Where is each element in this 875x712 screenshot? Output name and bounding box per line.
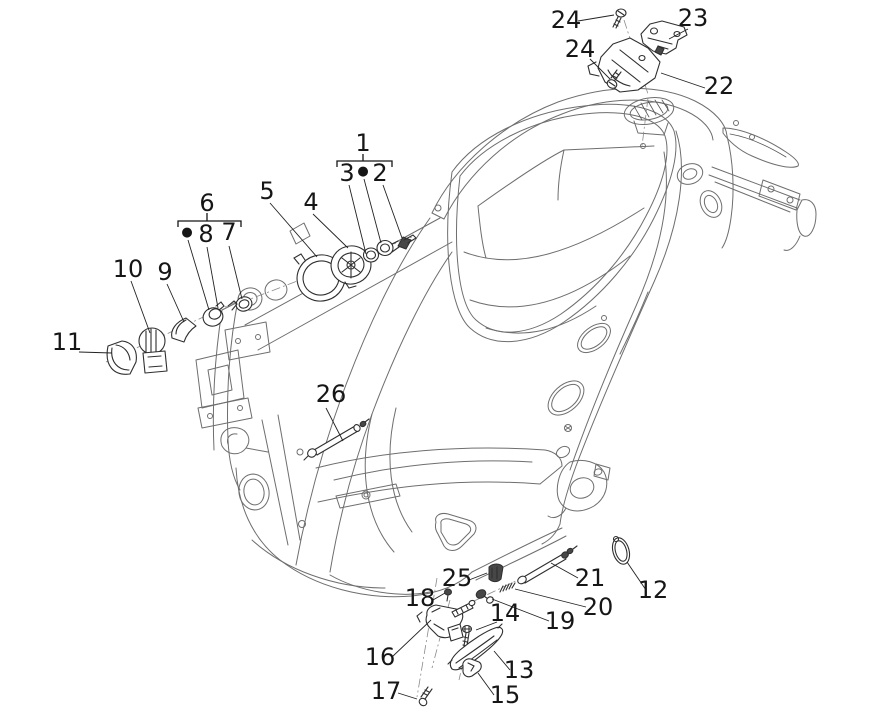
part-20-spring — [499, 582, 516, 593]
callouts: 1 3 ● 2 5 4 6 ● 8 7 10 9 11 26 24 23 24 … — [52, 4, 735, 709]
part-21-transmission-rod — [517, 545, 578, 585]
callout-16[interactable]: 16 — [365, 643, 396, 671]
leader-lines — [78, 14, 706, 700]
group-1-bracket — [336, 154, 393, 167]
part-18-screw — [444, 588, 452, 602]
part-11-lock-cover-cap — [106, 340, 137, 375]
frame-line-art — [195, 87, 817, 598]
callout-17[interactable]: 17 — [371, 677, 402, 705]
part-12-seal-ring — [611, 535, 631, 565]
callout-6[interactable]: 6 — [199, 189, 214, 217]
group-1-bullet: ● — [357, 164, 368, 179]
callout-24-upper[interactable]: 24 — [551, 6, 582, 34]
part-15-latch-clip — [462, 658, 482, 678]
callout-22[interactable]: 22 — [704, 72, 735, 100]
callout-12[interactable]: 12 — [638, 576, 669, 604]
part-25-clip — [488, 563, 504, 583]
part-8-lock-barrel — [202, 300, 238, 327]
floor-structure — [315, 407, 563, 553]
part-19-bushing — [475, 589, 494, 604]
callout-8[interactable]: 8 — [198, 220, 213, 248]
right-pillar — [541, 130, 682, 545]
part-23-latch-plate — [640, 20, 688, 56]
callout-9[interactable]: 9 — [157, 258, 172, 286]
callout-5[interactable]: 5 — [259, 177, 274, 205]
callout-4[interactable]: 4 — [303, 188, 318, 216]
callout-14[interactable]: 14 — [490, 599, 521, 627]
group-6-bracket — [177, 213, 242, 227]
part-17-screw — [418, 686, 433, 707]
callout-7[interactable]: 7 — [221, 218, 236, 246]
group-6-bullet: ● — [181, 225, 192, 240]
callout-2[interactable]: 2 — [372, 159, 387, 187]
callout-21[interactable]: 21 — [575, 564, 606, 592]
callout-11[interactable]: 11 — [52, 328, 83, 356]
callout-1[interactable]: 1 — [355, 129, 370, 157]
part-3-washer-ring — [362, 247, 380, 263]
callout-3[interactable]: 3 — [339, 159, 354, 187]
part-2-key-with-cylinder — [376, 234, 417, 257]
part-24-screw-lower — [606, 69, 622, 89]
callout-18[interactable]: 18 — [405, 584, 436, 612]
part-16-lock-actuator — [416, 599, 476, 642]
part-14-bolt — [461, 624, 473, 647]
axis-lines — [105, 19, 649, 698]
part-22-support-bracket — [587, 37, 661, 93]
callout-15[interactable]: 15 — [490, 681, 521, 709]
callout-24-lower[interactable]: 24 — [565, 35, 596, 63]
callout-25[interactable]: 25 — [442, 564, 473, 592]
part-24-screw-upper — [612, 8, 627, 29]
callout-26[interactable]: 26 — [316, 380, 347, 408]
callout-13[interactable]: 13 — [504, 656, 535, 684]
part-10-lock-body — [138, 327, 168, 374]
helmet-tub — [447, 103, 677, 343]
callout-23[interactable]: 23 — [678, 4, 709, 32]
callout-10[interactable]: 10 — [113, 255, 144, 283]
callout-19[interactable]: 19 — [545, 607, 576, 635]
part-4-lock-housing — [330, 245, 372, 289]
bottom-shell — [235, 467, 567, 598]
callout-20[interactable]: 20 — [583, 593, 614, 621]
part-26-tie-rod — [303, 418, 370, 461]
part-9-cover-shim — [171, 317, 197, 343]
steering-beam — [195, 217, 453, 455]
